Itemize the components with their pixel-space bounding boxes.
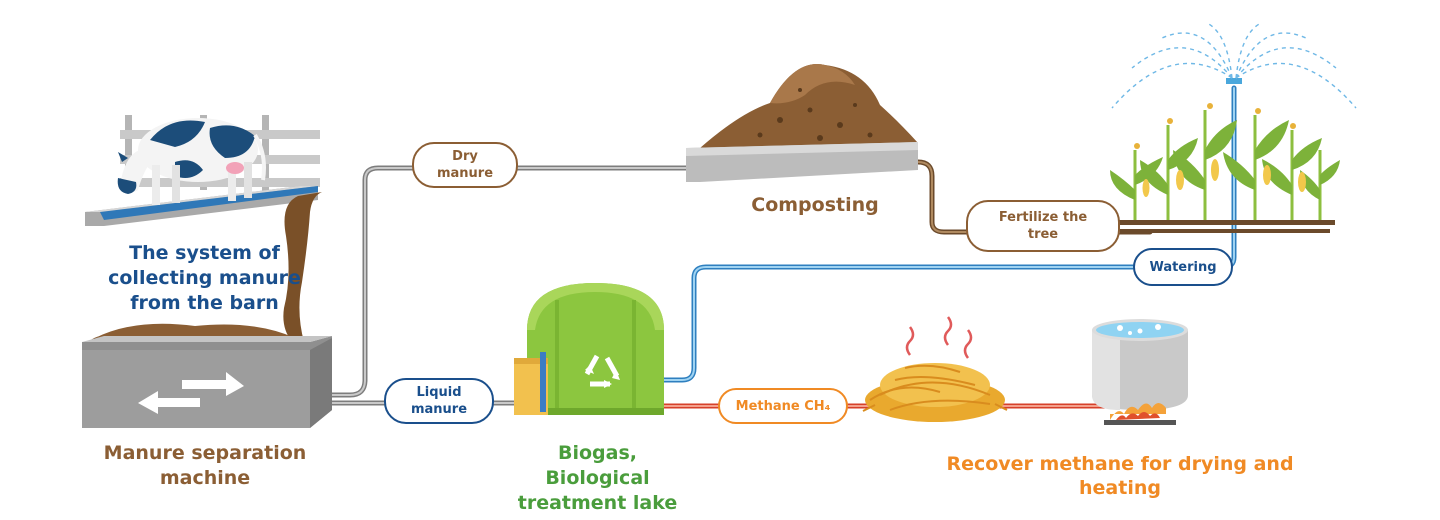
watering-pill: Watering [1133, 248, 1233, 286]
compost-pile-icon [686, 64, 918, 182]
flame-icon [1104, 403, 1176, 425]
pot-icon [1092, 319, 1188, 425]
sprinkler-icon [1111, 22, 1357, 109]
corn-field-icon [1110, 103, 1340, 233]
biogas-dome-icon [514, 283, 664, 415]
barn-system-label: The system of collecting manure from the… [108, 242, 301, 314]
separator-label: Manure separation machine [103, 442, 307, 489]
fertilize-pill: Fertilize the tree [966, 200, 1120, 252]
recycle-icon [584, 354, 620, 388]
arrows-icon [138, 372, 244, 414]
biogas-label: Biogas, Biological treatment lake [517, 442, 678, 514]
straw-icon [862, 316, 1008, 422]
barn-system [85, 115, 322, 342]
dry-manure-pill: Dry manure [412, 142, 518, 188]
liquid-manure-pill: Liquid manure [384, 378, 494, 424]
composting-label: Composting [751, 194, 879, 216]
cow-icon [117, 118, 266, 205]
methane-pill: Methane CH₄ [718, 388, 848, 424]
separator-machine [82, 323, 332, 428]
manure-stream [283, 192, 322, 342]
recover-methane-label: Recover methane for drying and heating [946, 453, 1294, 499]
